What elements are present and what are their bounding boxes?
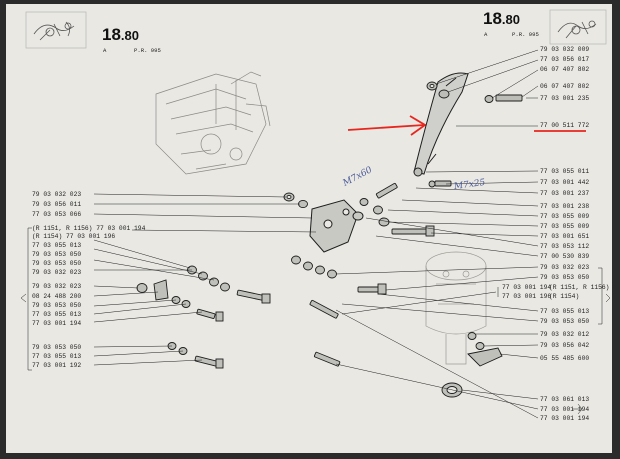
red-arrow-annotation bbox=[347, 115, 586, 136]
exploded-diagram bbox=[20, 9, 611, 419]
central-bracket bbox=[309, 199, 364, 253]
part-variant-note: (R 1154) bbox=[549, 293, 580, 300]
part-number: 79 03 032 012 bbox=[540, 331, 590, 338]
clamp bbox=[467, 332, 503, 367]
part-number: 79 03 032 023 bbox=[32, 283, 82, 290]
part-number: (R 1151, R 1156) 77 03 001 194 bbox=[32, 225, 146, 232]
leader-lines bbox=[20, 49, 611, 419]
part-number: 79 03 053 050 bbox=[540, 318, 590, 325]
part-number: 77 03 055 013 bbox=[32, 242, 82, 249]
part-number: 79 03 053 050 bbox=[32, 260, 82, 267]
part-number: 05 55 485 600 bbox=[540, 355, 590, 362]
part-number: 79 03 056 011 bbox=[32, 201, 82, 208]
part-number: 77 03 001 442 bbox=[540, 179, 590, 186]
part-number: 79 03 032 023 bbox=[540, 264, 590, 271]
part-number: 77 03 001 651 bbox=[540, 233, 590, 240]
reference-pr-left: P.R. 995 bbox=[134, 47, 161, 54]
top-fasteners bbox=[426, 81, 523, 188]
reference-main-right: 18 bbox=[483, 9, 502, 28]
left-upper-hardware bbox=[283, 182, 435, 237]
part-number: 79 03 056 042 bbox=[540, 342, 590, 349]
part-number: 77 03 055 011 bbox=[540, 168, 590, 175]
part-number: 79 03 053 050 bbox=[540, 274, 590, 281]
thumbnail-right bbox=[549, 9, 607, 45]
reference-pr-right: P.R. 995 bbox=[512, 31, 539, 38]
part-number: 77 03 055 013 bbox=[540, 308, 590, 315]
parts-catalogue-page: 18.80 A P.R. 995 18.80 A P.R. 995 M7x60 … bbox=[6, 4, 612, 453]
part-number: 06 07 407 802 bbox=[540, 83, 590, 90]
part-number: 77 00 530 839 bbox=[540, 253, 590, 260]
reference-letter-right: A bbox=[484, 31, 488, 38]
thumbnail-left bbox=[25, 11, 87, 49]
reference-decimal-right: .80 bbox=[501, 12, 520, 27]
part-number: 77 03 001 194 bbox=[32, 320, 82, 327]
distributor-illustration bbox=[425, 251, 487, 365]
part-number: 77 03 001 194 bbox=[540, 415, 590, 422]
part-number: 79 03 032 023 bbox=[32, 269, 82, 276]
part-number: 79 03 053 050 bbox=[32, 251, 82, 258]
tensioner-bar bbox=[413, 72, 469, 177]
part-number: 79 03 053 050 bbox=[32, 344, 82, 351]
part-number: 77 03 055 013 bbox=[32, 311, 82, 318]
part-number: 79 03 032 009 bbox=[540, 46, 590, 53]
part-number: 79 03 053 050 bbox=[32, 302, 82, 309]
reference-number-right: 18.80 bbox=[483, 9, 520, 29]
part-number: 08 24 488 200 bbox=[32, 293, 82, 300]
middle-hardware bbox=[291, 255, 463, 398]
part-number: 77 03 053 112 bbox=[540, 243, 590, 250]
reference-number-left: 18.80 bbox=[102, 25, 139, 45]
part-number: 77 03 001 237 bbox=[540, 190, 590, 197]
part-number: 77 03 001 194 bbox=[540, 406, 590, 413]
part-number: 79 03 032 023 bbox=[32, 191, 82, 198]
part-number: 77 03 055 009 bbox=[540, 213, 590, 220]
part-number: 77 03 001 192 bbox=[32, 362, 82, 369]
part-number: (R 1154) 77 03 001 196 bbox=[32, 233, 116, 240]
part-variant-note: (R 1151, R 1156) bbox=[549, 284, 610, 291]
engine-illustration bbox=[155, 71, 271, 175]
part-number: 77 03 001 194 bbox=[502, 284, 552, 291]
part-number: 77 03 053 066 bbox=[32, 211, 82, 218]
reference-main-left: 18 bbox=[102, 25, 121, 44]
part-number-highlighted: 77 00 511 772 bbox=[540, 122, 590, 129]
part-number: 77 03 001 235 bbox=[540, 95, 590, 102]
part-number: 77 03 056 017 bbox=[540, 56, 590, 63]
part-number: 77 03 061 013 bbox=[540, 396, 590, 403]
reference-letter-left: A bbox=[103, 47, 107, 54]
part-number: 77 03 001 238 bbox=[540, 203, 590, 210]
part-number: 77 03 055 013 bbox=[32, 353, 82, 360]
part-number: 77 03 001 196 bbox=[502, 293, 552, 300]
part-number: 06 07 407 802 bbox=[540, 66, 590, 73]
reference-decimal-left: .80 bbox=[120, 28, 139, 43]
part-number: 77 03 055 009 bbox=[540, 223, 590, 230]
